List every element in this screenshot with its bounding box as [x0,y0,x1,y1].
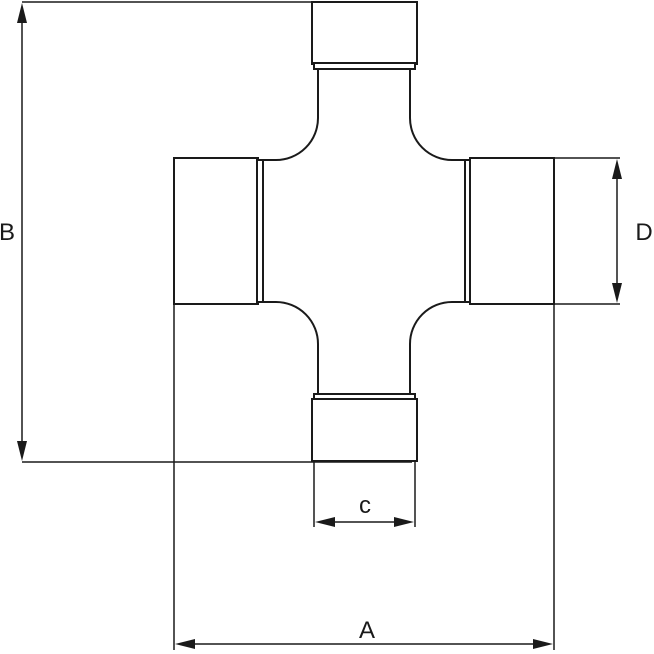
arrowhead-d-top [612,159,622,179]
arrowhead-a-right [533,639,553,649]
arrowhead-a-left [175,639,195,649]
label-d: D [635,219,652,246]
label-a: A [359,617,375,644]
dimension-d: D [554,157,653,305]
top-bearing-cap [311,1,418,70]
dimension-c: c [313,462,416,527]
label-c: c [359,492,371,519]
arrowhead-c-right [394,517,414,527]
label-b: B [0,219,15,246]
dimension-b: B [0,1,412,463]
cross-body [261,66,468,397]
arrowhead-c-left [315,517,335,527]
arrowhead-b-bottom [17,441,27,461]
arrowhead-b-top [17,3,27,23]
dimension-a: A [173,304,555,650]
bottom-bearing-cap [311,393,418,462]
arrowhead-d-bottom [612,283,622,303]
right-bearing-cap [464,157,555,305]
left-bearing-cap [173,157,264,305]
